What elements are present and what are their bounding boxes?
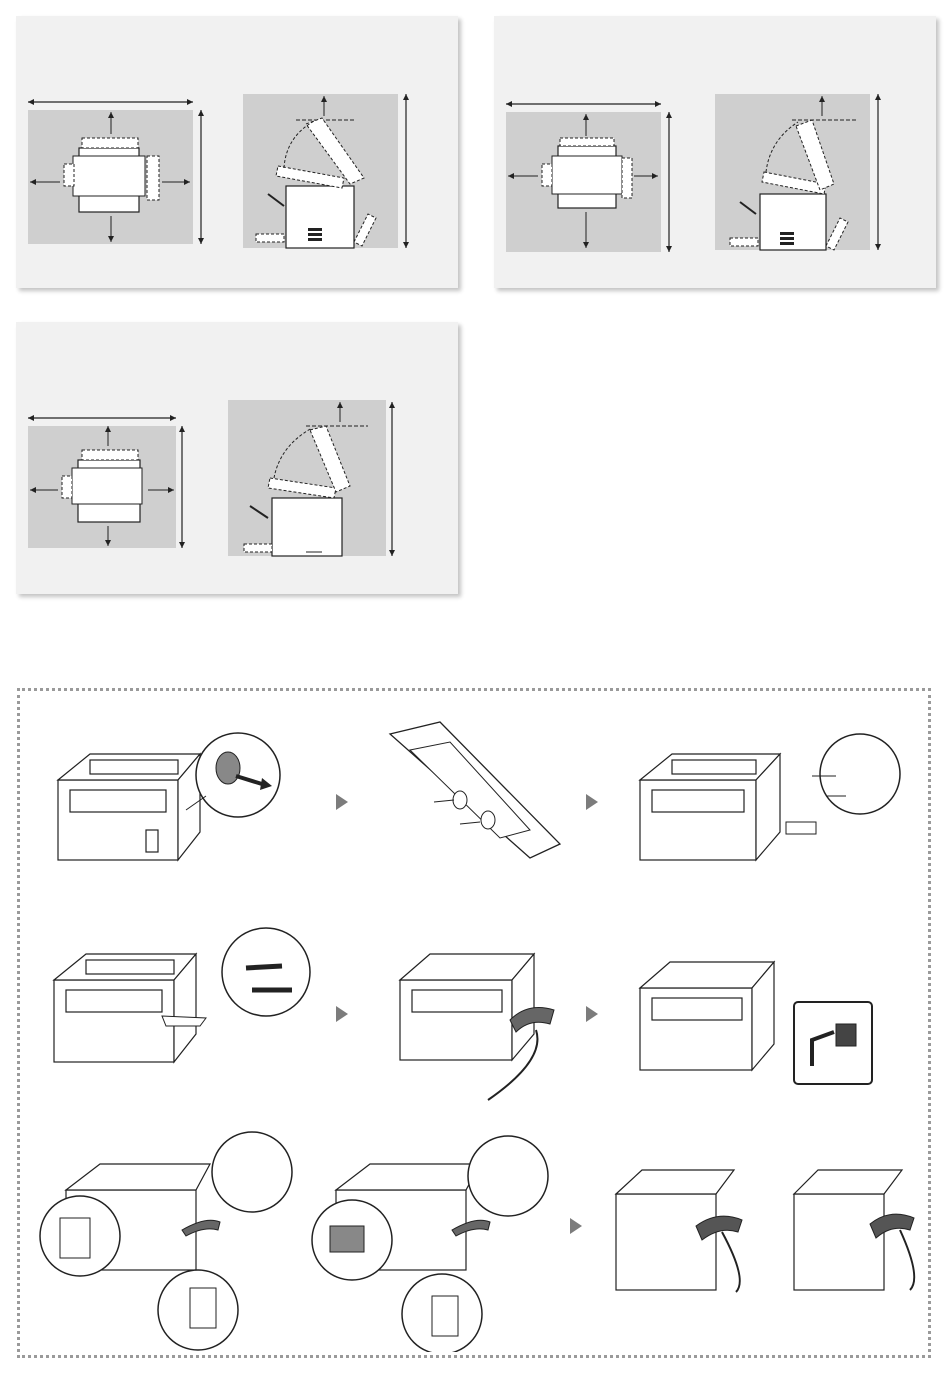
step-place-handset xyxy=(396,940,576,1104)
installation-space-panel-b xyxy=(494,16,936,288)
step-result-right xyxy=(790,1160,930,1300)
clearance-diagram-b xyxy=(494,16,936,288)
step-insert-hook xyxy=(50,922,320,1082)
installation-space-panel-a xyxy=(16,16,458,288)
next-step-arrow xyxy=(570,1218,582,1234)
printer-illustration xyxy=(50,720,320,880)
step-remove-cover xyxy=(50,720,320,880)
step-connect-cable xyxy=(636,936,876,1092)
clearance-diagram-c xyxy=(16,322,458,594)
clip-illustration-right xyxy=(300,1130,570,1352)
step-result-left xyxy=(612,1160,762,1300)
printer-with-handset xyxy=(396,940,576,1104)
clearance-diagram-a xyxy=(16,16,458,288)
next-step-arrow xyxy=(586,1006,598,1022)
printer-result-right xyxy=(790,1160,930,1300)
next-step-arrow xyxy=(336,1006,348,1022)
printer-with-hook xyxy=(636,722,908,882)
printer-connect-cable xyxy=(636,936,876,1092)
printer-result-left xyxy=(612,1160,762,1300)
printer-insert-hook xyxy=(50,922,320,1082)
step-attach-clips-right xyxy=(300,1130,570,1352)
clip-illustration-left xyxy=(30,1130,300,1352)
cover-illustration xyxy=(380,714,570,864)
installation-space-panel-c xyxy=(16,322,458,594)
step-attach-clips-left xyxy=(30,1130,300,1352)
next-step-arrow xyxy=(586,794,598,810)
step-attach-hook xyxy=(636,722,908,882)
step-hook-parts xyxy=(380,714,570,864)
next-step-arrow xyxy=(336,794,348,810)
